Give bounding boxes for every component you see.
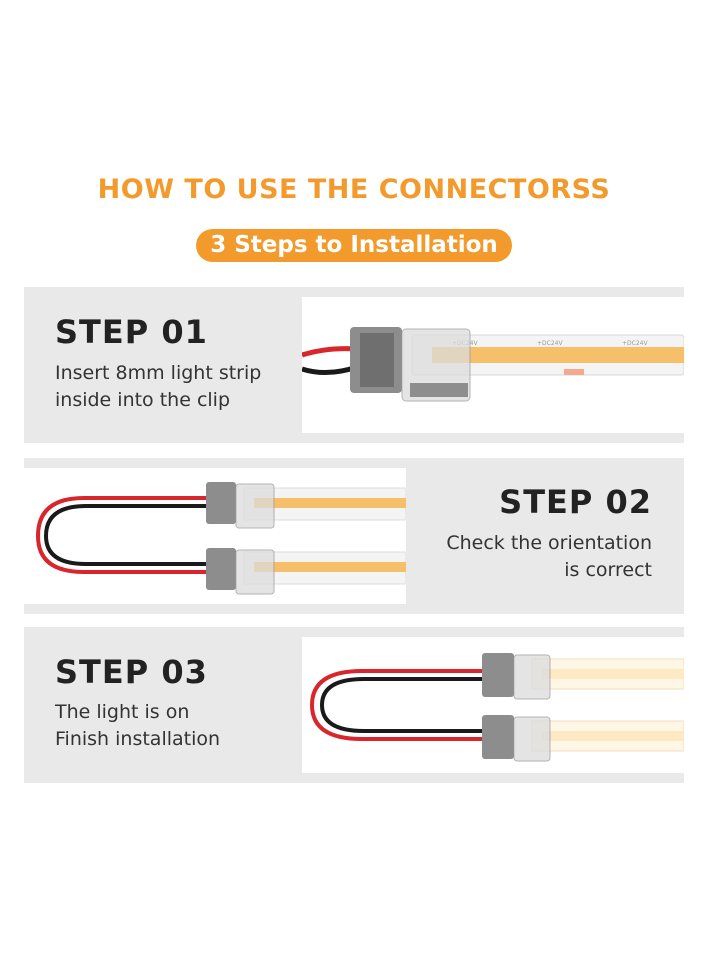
step-01-line-2: inside into the clip: [55, 389, 231, 411]
step-01-image: +DC24V +DC24V +DC24V: [302, 297, 684, 433]
connector-strip-illustration: +DC24V +DC24V +DC24V: [302, 327, 684, 402]
step-02-description: Check the orientation is correct: [400, 530, 652, 584]
step-01-line-1: Insert 8mm light strip: [55, 362, 262, 384]
page-title: HOW TO USE THE CONNECTORSS: [97, 174, 611, 205]
step-03-description: The light is on Finish installation: [55, 699, 220, 753]
subtitle-badge: 3 Steps to Installation: [196, 229, 512, 262]
step-02-image: [24, 468, 406, 604]
step-02-title: STEP 02: [499, 483, 652, 521]
step-03-title: STEP 03: [55, 653, 208, 691]
step-03-line-2: Finish installation: [55, 728, 221, 750]
step-01-title: STEP 01: [55, 313, 208, 351]
installed-connector-illustration: [309, 653, 684, 762]
step-02-line-1: Check the orientation: [446, 532, 652, 554]
step-01-description: Insert 8mm light strip inside into the c…: [55, 360, 261, 414]
strip-marking-2: +DC24V: [537, 340, 563, 347]
strip-marking-3: +DC24V: [622, 340, 648, 347]
step-03-image: [302, 637, 684, 773]
jumper-connector-illustration: [35, 482, 406, 595]
step-02-line-2: is correct: [564, 559, 652, 581]
step-03-line-1: The light is on: [55, 701, 190, 723]
